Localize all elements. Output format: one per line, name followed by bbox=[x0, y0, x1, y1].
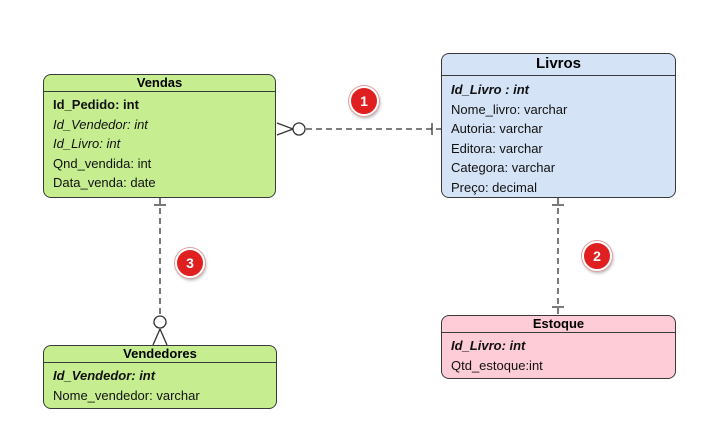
attribute: Id_Livro: int bbox=[451, 338, 526, 353]
rel1-crowfoot-bottom bbox=[276, 128, 294, 136]
entity-attributes: Id_Livro: int Qtd_estoque:int bbox=[442, 333, 675, 375]
relationship-badge-1: 1 bbox=[349, 86, 379, 116]
entity-attributes: Id_Pedido: int Id_Vendedor: int Id_Livro… bbox=[44, 92, 275, 193]
entity-attributes: Id_Vendedor: int Nome_vendedor: varchar bbox=[44, 363, 276, 405]
attribute: Categora: varchar bbox=[451, 160, 556, 175]
entity-estoque[interactable]: Estoque Id_Livro: int Qtd_estoque:int bbox=[441, 315, 676, 379]
attribute: Nome_livro: varchar bbox=[451, 101, 568, 117]
entity-title: Vendas bbox=[44, 75, 275, 92]
entity-attributes: Id_Livro : int Nome_livro: varchar Autor… bbox=[442, 76, 675, 197]
attribute: Qnd_vendida: int bbox=[53, 155, 152, 171]
attribute: Id_Pedido: int bbox=[53, 97, 139, 112]
rel1-zero-circle bbox=[292, 122, 306, 136]
attribute: Id_Vendedor: int bbox=[53, 368, 156, 383]
entity-vendedores[interactable]: Vendedores Id_Vendedor: int Nome_vendedo… bbox=[43, 345, 277, 409]
attribute: Qtd_estoque:int bbox=[451, 357, 543, 373]
attribute: Data_venda: date bbox=[53, 175, 156, 190]
attribute: Preço: decimal bbox=[451, 179, 537, 195]
attribute: Id_Livro: int bbox=[53, 136, 121, 151]
rel3-zero-circle bbox=[153, 315, 167, 329]
attribute: Id_Vendedor: int bbox=[53, 116, 148, 132]
attribute: Nome_vendedor: varchar bbox=[53, 387, 200, 403]
rel3-crowfoot-right bbox=[159, 328, 168, 346]
attribute: Editora: varchar bbox=[451, 140, 543, 156]
relationship-badge-2: 2 bbox=[582, 241, 612, 271]
entity-vendas[interactable]: Vendas Id_Pedido: int Id_Vendedor: int I… bbox=[43, 74, 276, 198]
attribute: Id_Livro : int bbox=[451, 82, 529, 97]
entity-title: Estoque bbox=[442, 316, 675, 333]
relationship-badge-3: 3 bbox=[175, 248, 205, 278]
rel3-crowfoot-left bbox=[152, 328, 161, 346]
entity-livros[interactable]: Livros Id_Livro : int Nome_livro: varcha… bbox=[441, 53, 676, 198]
attribute: Autoria: varchar bbox=[451, 121, 543, 136]
entity-title: Livros bbox=[442, 54, 675, 76]
entity-title: Vendedores bbox=[44, 346, 276, 363]
rel1-crowfoot-top bbox=[276, 122, 294, 130]
